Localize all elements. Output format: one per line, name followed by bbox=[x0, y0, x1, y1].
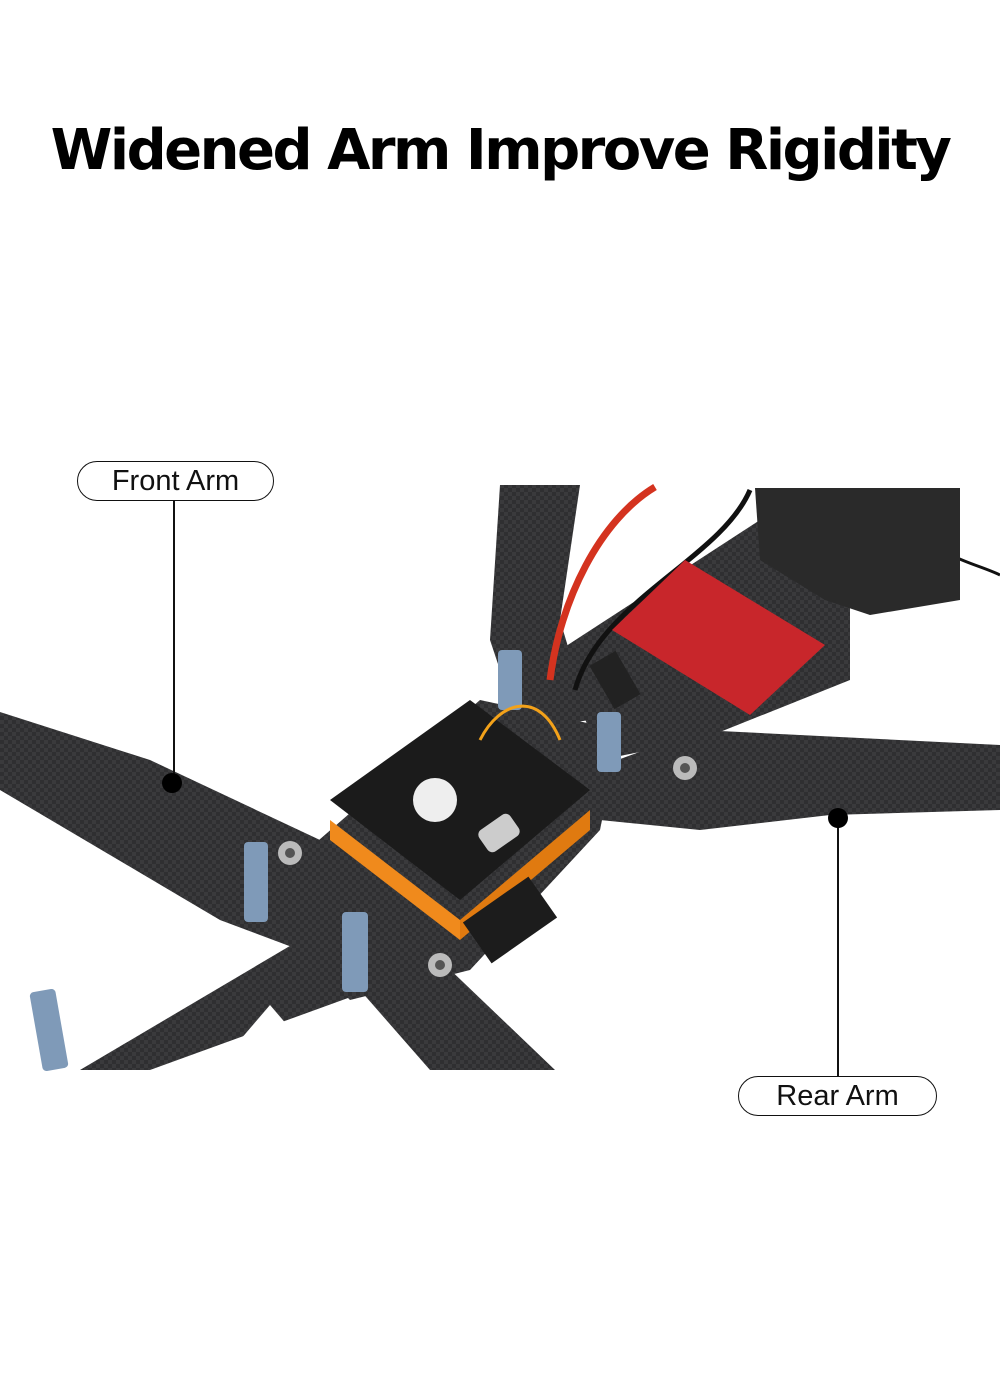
rear-arm bbox=[590, 730, 1000, 830]
drone-frame-photo bbox=[0, 484, 1000, 1072]
rear-arm-label: Rear Arm bbox=[738, 1076, 937, 1116]
front-arm-label: Front Arm bbox=[77, 461, 274, 501]
rear-arm-marker bbox=[828, 808, 848, 828]
bottom-left-arm bbox=[80, 940, 370, 1070]
camera-mount bbox=[755, 488, 960, 615]
rear-arm-leader-line bbox=[837, 818, 839, 1076]
front-arm-marker bbox=[162, 773, 182, 793]
bottom-arm bbox=[360, 960, 555, 1070]
front-arm-leader-line bbox=[173, 501, 175, 783]
vtx-board bbox=[612, 560, 825, 715]
page-title: Widened Arm Improve Rigidity bbox=[50, 118, 952, 183]
flight-controller bbox=[330, 700, 590, 900]
